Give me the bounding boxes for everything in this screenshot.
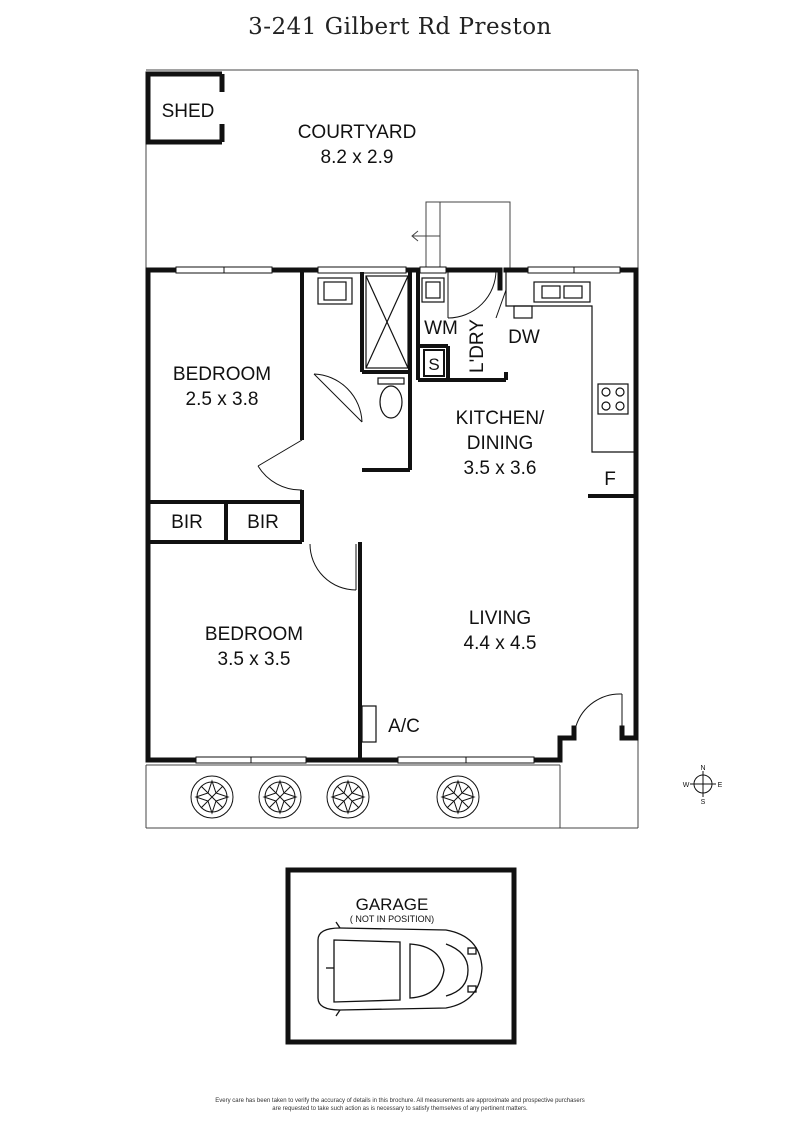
fridge-label: F xyxy=(604,469,616,490)
shrub-icon xyxy=(190,775,234,819)
laundry-label: L'DRY xyxy=(467,319,488,373)
kitchen-label-2: DINING xyxy=(467,433,534,454)
bir1-label: BIR xyxy=(171,512,203,533)
shrub-icon xyxy=(436,775,480,819)
shrubs xyxy=(190,775,480,819)
bedroom1-dims: 2.5 x 3.8 xyxy=(186,389,259,410)
living-label: LIVING xyxy=(469,608,531,629)
courtyard-dims: 8.2 x 2.9 xyxy=(321,147,394,168)
courtyard-step xyxy=(411,201,511,268)
garage-outline xyxy=(285,867,517,1045)
shed xyxy=(145,71,225,145)
disclaimer: Every care has been taken to verify the … xyxy=(150,1097,650,1113)
shed-label: SHED xyxy=(162,101,215,122)
compass-w: W xyxy=(683,782,690,789)
compass-s: S xyxy=(701,799,706,806)
exterior-walls xyxy=(145,267,639,763)
garage-note: ( NOT IN POSITION) xyxy=(350,914,434,924)
garage-label: GARAGE xyxy=(356,895,429,914)
courtyard-label: COURTYARD xyxy=(298,122,417,143)
bedroom1-label: BEDROOM xyxy=(173,364,271,385)
interior-walls xyxy=(150,272,636,760)
plan-title: 3-241 Gilbert Rd Preston xyxy=(248,14,552,40)
car-icon xyxy=(317,921,483,1017)
shrub-icon xyxy=(326,775,370,819)
disclaimer-line-2: are requested to take such action as is … xyxy=(272,1106,528,1112)
bedroom2-dims: 3.5 x 3.5 xyxy=(218,649,291,670)
compass-icon xyxy=(690,771,716,797)
shrub-icon xyxy=(258,775,302,819)
compass-n: N xyxy=(700,765,705,772)
windows xyxy=(175,266,621,764)
s-label: S xyxy=(428,355,439,374)
site-boundary xyxy=(145,69,639,829)
ac-label: A/C xyxy=(388,716,420,737)
bathroom-fixtures xyxy=(317,275,445,419)
compass-e: E xyxy=(718,782,723,789)
kitchen-dims: 3.5 x 3.6 xyxy=(464,458,537,479)
disclaimer-line-1: Every care has been taken to verify the … xyxy=(215,1098,585,1104)
bir2-label: BIR xyxy=(247,512,279,533)
kitchen-bench xyxy=(505,272,634,453)
ac-unit xyxy=(361,705,377,743)
living-dims: 4.4 x 4.5 xyxy=(464,633,537,654)
dw-label: DW xyxy=(508,327,540,348)
wm-label: WM xyxy=(424,318,458,339)
kitchen-label-1: KITCHEN/ xyxy=(456,408,545,429)
doors xyxy=(257,269,623,728)
bedroom2-label: BEDROOM xyxy=(205,624,303,645)
